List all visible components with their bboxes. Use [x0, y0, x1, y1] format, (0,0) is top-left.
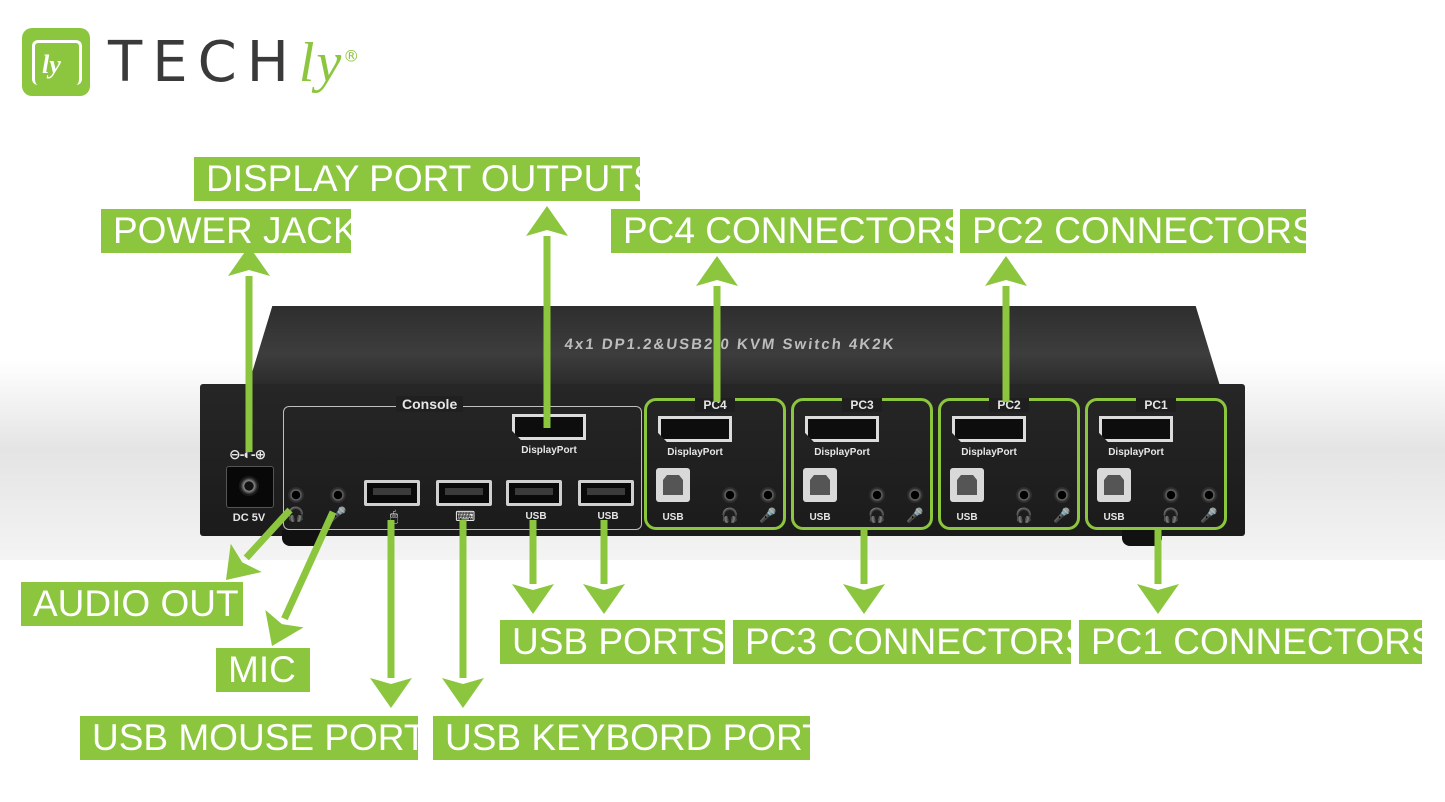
- pc-mic-jack: [760, 487, 776, 503]
- pc-displayport-label: DisplayPort: [814, 447, 870, 458]
- pc-mic-jack: [907, 487, 923, 503]
- pc-module-label: PC3: [842, 398, 882, 412]
- console-displayport-label: DisplayPort: [521, 445, 577, 456]
- techly-logo-icon: ly: [22, 28, 90, 96]
- pc-usb-label: USB: [956, 512, 978, 523]
- headphone-icon: 🎧: [1015, 507, 1033, 523]
- console-label: Console: [396, 396, 464, 412]
- arrow-pc4: [696, 256, 738, 402]
- device-foot: [1122, 530, 1162, 546]
- dc-polarity-symbol: ⊖-◐-⊕: [229, 446, 266, 462]
- callout-power-jack: POWER JACK: [101, 209, 358, 253]
- arrow-audio-out: [226, 507, 293, 580]
- usb-mouse-port: [364, 480, 420, 506]
- headphone-icon: 🎧: [1162, 507, 1180, 523]
- callout-pc3-connectors: PC3 CONNECTORS: [733, 620, 1090, 664]
- pc-module-label: PC1: [1136, 398, 1176, 412]
- console-usb-port: [578, 480, 634, 506]
- callout-usb-keyboard-port: USB KEYBORD PORT: [433, 716, 825, 760]
- arrow-mouse: [370, 520, 412, 708]
- pc-usb-label: USB: [809, 512, 831, 523]
- microphone-icon: 🎤: [759, 507, 777, 523]
- callout-pc2-connectors: PC2 CONNECTORS: [960, 209, 1317, 253]
- callout-display-port-outputs: DISPLAY PORT OUTPUTS: [194, 157, 658, 201]
- callout-pc4-connectors: PC4 CONNECTORS: [611, 209, 968, 253]
- usb-keyboard-port: [436, 480, 492, 506]
- pc-displayport: [1099, 416, 1173, 442]
- pc-displayport-label: DisplayPort: [961, 447, 1017, 458]
- pc-displayport: [805, 416, 879, 442]
- arrow-pc3: [843, 530, 885, 614]
- pc-usb-b-port: [803, 468, 837, 502]
- callout-usb-mouse-port: USB MOUSE PORT: [80, 716, 426, 760]
- pc-displayport-label: DisplayPort: [667, 447, 723, 458]
- console-usb-port: [506, 480, 562, 506]
- callout-mic: MIC: [216, 648, 310, 692]
- pc-usb-label: USB: [662, 512, 684, 523]
- pc-usb-b-port: [950, 468, 984, 502]
- callout-usb-ports: USB PORTS: [500, 620, 725, 664]
- arrow-keyboard: [442, 520, 484, 708]
- microphone-icon: 🎤: [1053, 507, 1071, 523]
- pc-audio-jack: [1163, 487, 1179, 503]
- arrow-usb-2: [583, 520, 625, 614]
- headphone-icon: 🎧: [868, 507, 886, 523]
- arrow-power-jack: [228, 246, 270, 452]
- console-usb-label: USB: [525, 511, 547, 522]
- arrow-usb-1: [512, 520, 554, 614]
- pc-mic-jack: [1201, 487, 1217, 503]
- mouse-icon: 🖱: [389, 508, 399, 524]
- arrow-mic: [265, 510, 337, 646]
- headphone-icon: 🎧: [721, 507, 739, 523]
- microphone-icon: 🎤: [906, 507, 924, 523]
- pc-usb-b-port: [656, 468, 690, 502]
- pc-audio-jack: [722, 487, 738, 503]
- console-usb-label: USB: [597, 511, 619, 522]
- pc-usb-label: USB: [1103, 512, 1125, 523]
- audio-out-jack: [288, 487, 304, 503]
- device-foot: [282, 530, 322, 546]
- pc-displayport-label: DisplayPort: [1108, 447, 1164, 458]
- brand-logo-text: TECHly®: [108, 30, 360, 95]
- pc-displayport: [658, 416, 732, 442]
- pc-mic-jack: [1054, 487, 1070, 503]
- pc-displayport: [952, 416, 1026, 442]
- arrow-pc1: [1137, 530, 1179, 614]
- device-top-panel: [248, 306, 1220, 386]
- mic-jack: [330, 487, 346, 503]
- arrow-display-port: [526, 206, 568, 428]
- pc-audio-jack: [869, 487, 885, 503]
- callout-pc1-connectors: PC1 CONNECTORS: [1079, 620, 1436, 664]
- pc-audio-jack: [1016, 487, 1032, 503]
- dc-power-jack: [226, 466, 274, 508]
- microphone-icon: 🎤: [1200, 507, 1218, 523]
- headphone-icon: 🎧: [287, 506, 305, 522]
- pc-module-label: PC4: [695, 398, 735, 412]
- callout-audio-out: AUDIO OUT: [21, 582, 243, 626]
- power-label: DC 5V: [232, 512, 266, 524]
- pc-usb-b-port: [1097, 468, 1131, 502]
- arrow-pc2: [985, 256, 1027, 402]
